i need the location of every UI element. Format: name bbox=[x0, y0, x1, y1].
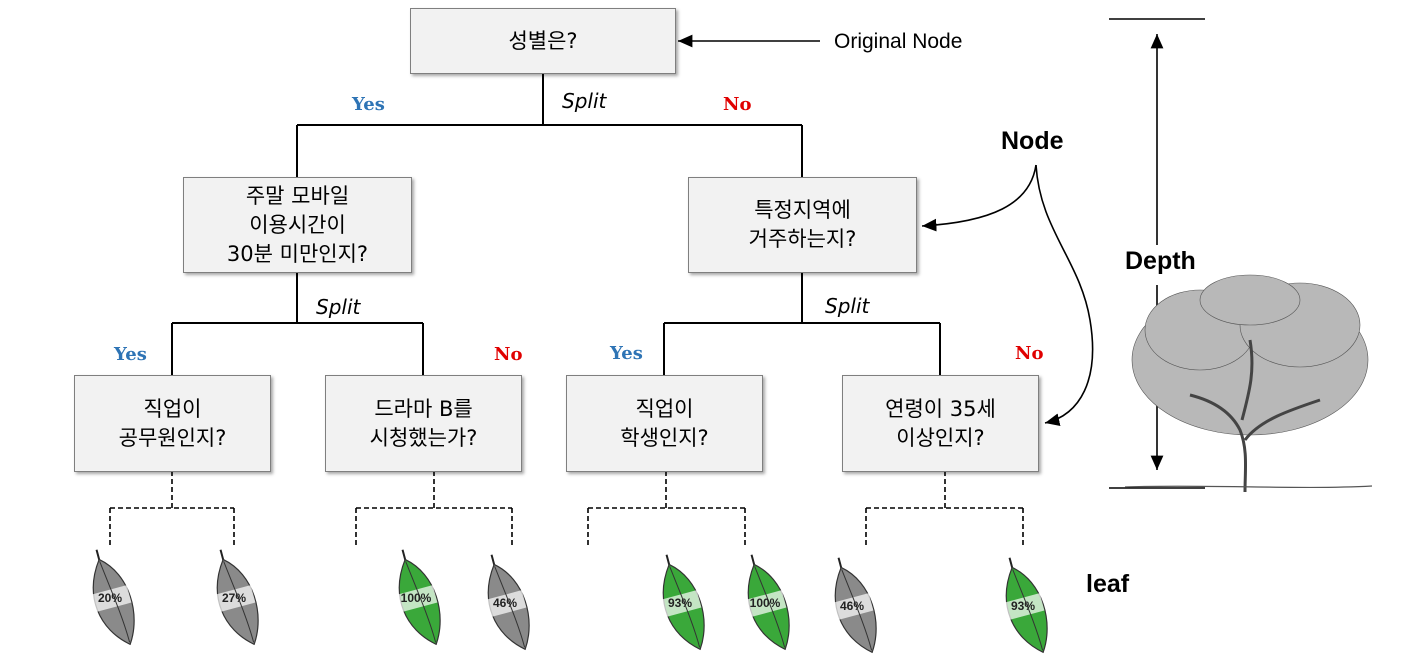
original-node-label: Original Node bbox=[834, 30, 963, 53]
no-label: No bbox=[1015, 343, 1044, 364]
node-region: 특정지역에 거주하는지? bbox=[688, 177, 917, 273]
node-label: Node bbox=[1001, 127, 1064, 155]
no-label: No bbox=[723, 94, 752, 115]
leaf-percent: 93% bbox=[667, 596, 693, 610]
node-age-35: 연령이 35세 이상인지? bbox=[842, 375, 1039, 472]
leaf-percent: 100% bbox=[749, 596, 781, 610]
no-label: No bbox=[494, 344, 523, 365]
split-label: Split bbox=[825, 294, 870, 318]
node-job-student: 직업이 학생인지? bbox=[566, 375, 763, 472]
yes-label: Yes bbox=[114, 344, 147, 365]
node-job-civil-servant: 직업이 공무원인지? bbox=[74, 375, 271, 472]
root-node: 성별은? bbox=[410, 8, 676, 74]
leaf-icon bbox=[658, 554, 705, 651]
leaf-icon bbox=[483, 554, 530, 651]
split-label: Split bbox=[316, 295, 361, 319]
leaf-percent: 27% bbox=[221, 591, 247, 605]
leaf-percent: 20% bbox=[97, 591, 123, 605]
leaf-percent: 46% bbox=[839, 599, 865, 613]
leaf-icon bbox=[394, 549, 441, 646]
leaf-icon bbox=[830, 557, 877, 654]
node-drama-b: 드라마 B를 시청했는가? bbox=[325, 375, 522, 472]
leaf-percent: 46% bbox=[492, 596, 518, 610]
leaf-percent: 100% bbox=[400, 591, 432, 605]
node-weekend-mobile: 주말 모바일 이용시간이 30분 미만인지? bbox=[183, 177, 412, 273]
leaf-icon bbox=[212, 549, 259, 646]
leaf-icon bbox=[88, 549, 135, 646]
leaf-label: leaf bbox=[1086, 570, 1130, 598]
leaf-percent: 93% bbox=[1010, 599, 1036, 613]
yes-label: Yes bbox=[610, 343, 643, 364]
split-label: Split bbox=[562, 89, 607, 113]
leaf-icon bbox=[743, 554, 790, 651]
depth-label: Depth bbox=[1125, 247, 1196, 275]
yes-label: Yes bbox=[352, 94, 385, 115]
leaf-icon bbox=[1001, 557, 1048, 654]
